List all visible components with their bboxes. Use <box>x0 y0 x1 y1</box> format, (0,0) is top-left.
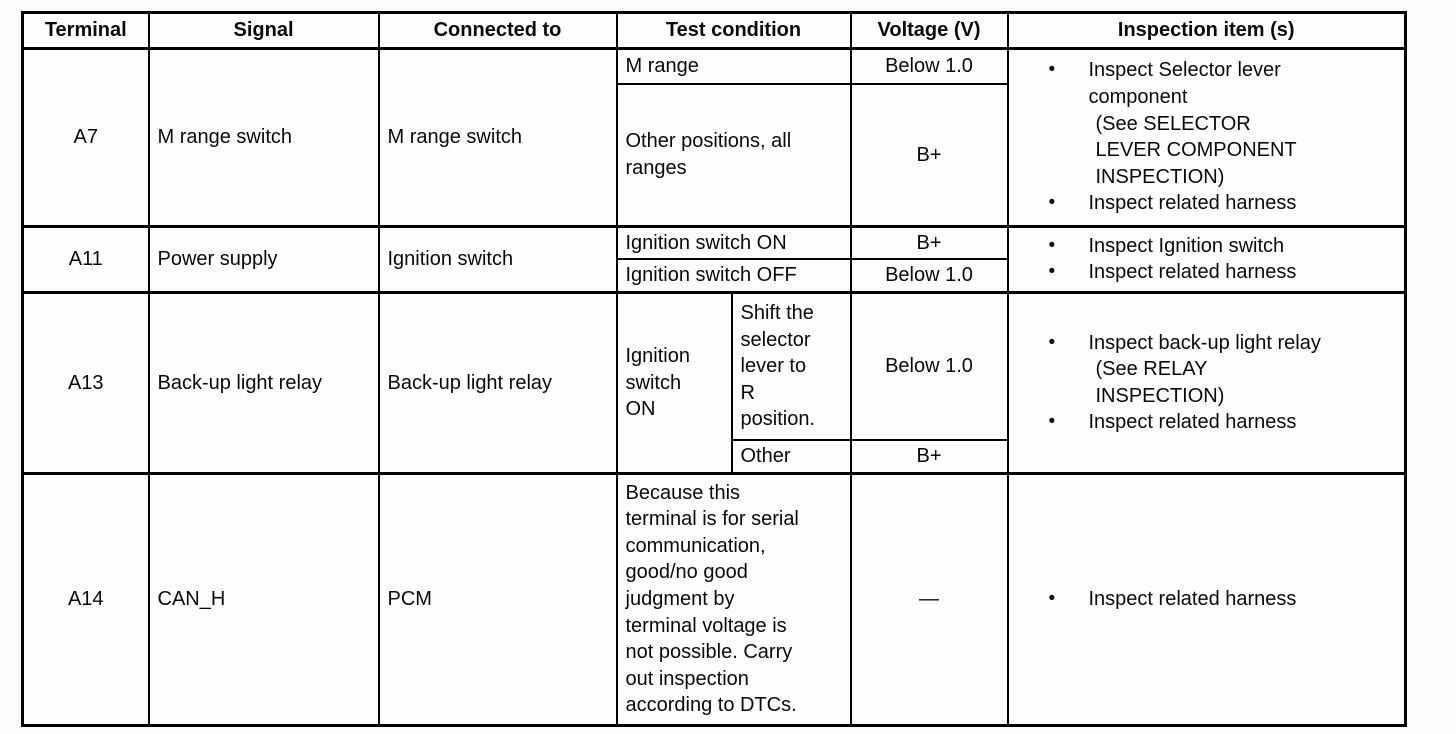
row-a11-sub2: Ignition switch OFF Below 1.0 <box>23 258 1406 294</box>
cell-condition-a11-off: Ignition switch OFF <box>615 258 852 294</box>
row-a14: A14 CAN_H PCM Because this terminal is f… <box>21 471 1407 727</box>
inspection-text: Inspect related harness <box>1088 192 1297 215</box>
cell-voltage-a7-other: B+ <box>849 83 1009 228</box>
inspection-item: • Inspect related harness <box>1049 190 1397 217</box>
cell-inspection-a14: • Inspect related harness <box>1006 471 1407 727</box>
inspection-text: Inspect back-up light relay <box>1088 331 1321 354</box>
inspection-item: • Inspect related harness <box>1049 409 1397 436</box>
col-header-connected-to: Connected to <box>377 11 618 50</box>
col-header-voltage: Voltage (V) <box>849 11 1009 50</box>
inspection-reference: (See RELAY INSPECTION) <box>1095 358 1225 407</box>
cell-condition-a7-other: Other positions, all ranges <box>615 83 852 228</box>
cell-voltage-a14: — <box>849 471 1009 727</box>
bullet-icon: • <box>1048 192 1056 214</box>
header-row: Terminal Signal Connected to Test condit… <box>21 11 1407 50</box>
cell-connected-a14: PCM <box>377 471 618 727</box>
cell-inspection-a11: • Inspect Ignition switch • Inspect rela… <box>1006 224 1407 294</box>
bullet-icon: • <box>1048 411 1056 433</box>
cell-terminal-a13: A13 <box>21 290 150 475</box>
inspection-list: • Inspect Selector lever component (See … <box>1017 57 1397 217</box>
inspection-item: • Inspect Ignition switch <box>1049 233 1397 260</box>
bullet-icon: • <box>1048 234 1056 256</box>
cell-signal-a14: CAN_H <box>147 471 380 727</box>
cell-voltage-a11-on: B+ <box>849 224 1009 261</box>
cell-voltage-a11-off: Below 1.0 <box>849 258 1009 294</box>
inspection-item: • Inspect back-up light relay (See RELAY… <box>1049 330 1397 410</box>
cell-voltage-a13-shift-r: Below 1.0 <box>849 290 1009 442</box>
terminal-voltage-inspection-table: Terminal Signal Connected to Test condit… <box>21 11 1407 727</box>
cell-condition-a7-m-range: M range <box>615 47 852 86</box>
cell-terminal-a7: A7 <box>21 47 150 228</box>
bullet-icon: • <box>1048 59 1056 81</box>
inspection-text: Inspect Ignition switch <box>1088 234 1285 257</box>
inspection-text: Inspect Selector lever component <box>1088 59 1281 108</box>
cell-inspection-a13: • Inspect back-up light relay (See RELAY… <box>1006 290 1407 475</box>
col-header-terminal: Terminal <box>21 11 150 50</box>
cell-condition-a13-other: Other <box>730 439 852 475</box>
inspection-list: • Inspect back-up light relay (See RELAY… <box>1017 330 1397 436</box>
inspection-item: • Inspect related harness <box>1049 586 1397 613</box>
bullet-icon: • <box>1048 588 1056 610</box>
cell-connected-a13: Back-up light relay <box>377 290 618 475</box>
inspection-text: Inspect related harness <box>1088 411 1297 434</box>
bullet-icon: • <box>1048 261 1056 283</box>
cell-condition-a14: Because this terminal is for serial comm… <box>615 471 852 727</box>
inspection-item: • Inspect Selector lever component (See … <box>1049 57 1397 190</box>
row-a13-sub2: Other B+ <box>23 439 1406 475</box>
cell-condition-a13-main: Ignition switch ON <box>615 290 733 475</box>
bullet-icon: • <box>1048 331 1056 353</box>
cell-signal-a13: Back-up light relay <box>147 290 380 475</box>
cell-signal-a11: Power supply <box>147 224 380 294</box>
cell-signal-a7: M range switch <box>147 47 380 228</box>
row-a7-sub2: Other positions, all ranges B+ <box>23 83 1406 228</box>
row-a13-sub1: A13 Back-up light relay Back-up light re… <box>21 290 1407 475</box>
cell-condition-a11-on: Ignition switch ON <box>615 224 852 261</box>
inspection-reference: (See SELECTOR LEVER COMPONENT INSPECTION… <box>1095 112 1297 188</box>
inspection-list: • Inspect Ignition switch • Inspect rela… <box>1017 233 1397 286</box>
row-a7-sub1: A7 M range switch M range switch M range… <box>21 47 1407 228</box>
cell-connected-a7: M range switch <box>377 47 618 228</box>
cell-voltage-a7-m-range: Below 1.0 <box>849 47 1009 86</box>
inspection-text: Inspect related harness <box>1088 261 1297 284</box>
cell-terminal-a11: A11 <box>21 224 150 294</box>
cell-condition-a13-shift-r: Shift the selector lever to R position. <box>730 290 852 442</box>
cell-voltage-a13-other: B+ <box>849 439 1009 475</box>
inspection-text: Inspect related harness <box>1088 588 1297 611</box>
col-header-inspection-items: Inspection item (s) <box>1006 11 1407 50</box>
cell-terminal-a14: A14 <box>21 471 150 727</box>
col-header-test-condition: Test condition <box>615 11 852 50</box>
inspection-item: • Inspect related harness <box>1049 259 1397 286</box>
cell-inspection-a7: • Inspect Selector lever component (See … <box>1006 47 1407 228</box>
col-header-signal: Signal <box>147 11 380 50</box>
row-a11-sub1: A11 Power supply Ignition switch Ignitio… <box>21 224 1407 294</box>
inspection-list: • Inspect related harness <box>1017 586 1397 613</box>
cell-connected-a11: Ignition switch <box>377 224 618 294</box>
